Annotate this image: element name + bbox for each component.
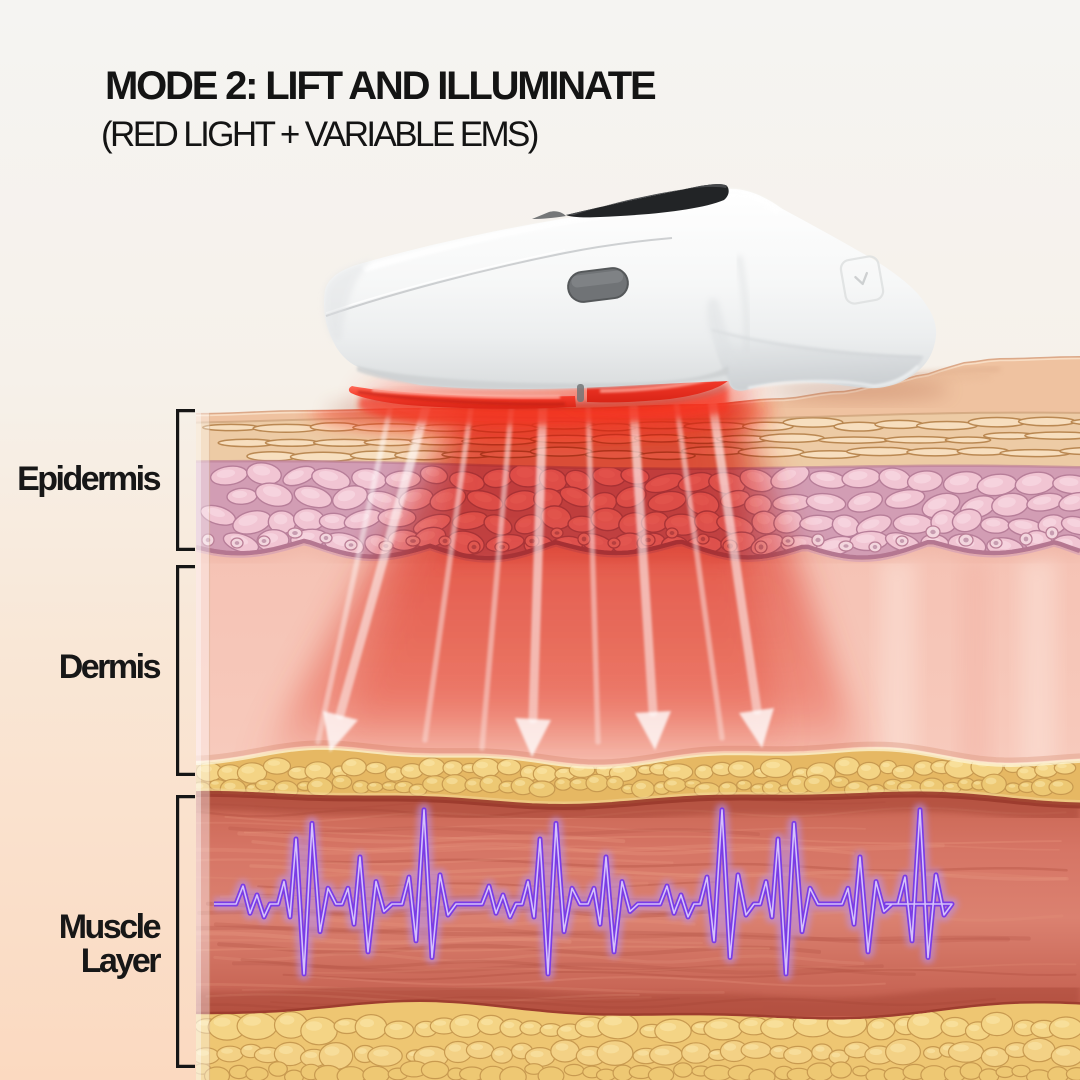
svg-text:MODE 2: LIFT AND ILLUMINATE: MODE 2: LIFT AND ILLUMINATE xyxy=(105,64,656,108)
svg-text:Epidermis: Epidermis xyxy=(17,460,160,498)
svg-text:Muscle: Muscle xyxy=(59,908,161,946)
svg-text:Dermis: Dermis xyxy=(59,648,161,686)
svg-text:(RED LIGHT + VARIABLE EMS): (RED LIGHT + VARIABLE EMS) xyxy=(101,115,538,154)
svg-text:Layer: Layer xyxy=(81,942,161,980)
